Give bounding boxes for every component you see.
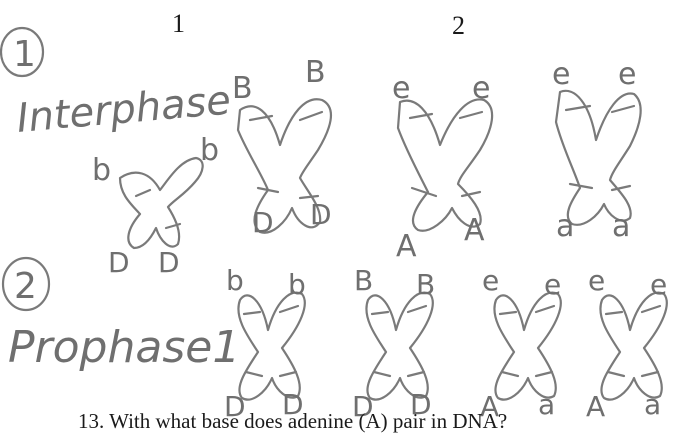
band-mark: [372, 312, 388, 314]
allele-label: B: [232, 71, 253, 106]
question-text: 13. With what base does adenine (A) pair…: [78, 409, 507, 433]
band-mark: [280, 372, 296, 376]
band-mark: [408, 372, 424, 376]
band-mark: [244, 312, 260, 314]
allele-label: b: [92, 153, 111, 188]
column-number-2: 2: [452, 11, 465, 40]
band-mark: [642, 306, 660, 312]
band-mark: [536, 372, 552, 376]
band-mark: [500, 312, 516, 314]
chromosome-interphase-col2-a: e e A A: [392, 71, 492, 264]
allele-label: B: [305, 55, 326, 90]
band-mark: [246, 372, 262, 376]
allele-label: a: [644, 388, 661, 421]
allele-label: e: [588, 264, 605, 297]
allele-label: B: [354, 264, 373, 297]
allele-label: e: [618, 57, 636, 92]
allele-label: a: [556, 209, 574, 244]
allele-label: A: [586, 390, 605, 423]
allele-label: a: [612, 209, 630, 244]
band-mark: [642, 372, 658, 376]
chromosome-body: [600, 293, 666, 400]
chromosome-interphase-small: b b D D: [92, 133, 219, 279]
band-mark: [408, 306, 426, 312]
stage-1-number: 1: [13, 34, 36, 75]
allele-label: D: [158, 246, 180, 279]
band-mark: [280, 306, 298, 312]
allele-label: B: [416, 268, 435, 301]
allele-label: e: [544, 268, 561, 301]
chromosome-body: [366, 293, 432, 400]
allele-label: e: [552, 57, 570, 92]
chromosome-interphase-col1: B B D D: [232, 55, 332, 239]
stage-2-number: 2: [14, 266, 37, 307]
stage-2-circled-number: 2: [3, 258, 49, 310]
allele-label: A: [396, 229, 417, 264]
allele-label: D: [108, 246, 130, 279]
allele-label: D: [310, 198, 332, 231]
allele-label: b: [288, 268, 306, 301]
band-mark: [502, 372, 518, 376]
allele-label: b: [226, 264, 244, 297]
stage-2-label: Prophase1: [8, 322, 240, 373]
allele-label: e: [650, 268, 667, 301]
chromosome-body: [494, 293, 560, 400]
chromosome-body: [238, 293, 304, 400]
column-number-1: 1: [172, 9, 185, 38]
allele-label: D: [252, 206, 274, 239]
stage-1-circled-number: 1: [1, 28, 43, 76]
band-mark: [536, 306, 554, 312]
allele-label: e: [482, 264, 499, 297]
allele-label: a: [538, 388, 555, 421]
band-mark: [608, 372, 624, 376]
band-mark: [606, 312, 622, 314]
allele-label: A: [464, 213, 485, 248]
chromosome-interphase-col2-b: e e a a: [552, 57, 641, 244]
band-mark: [374, 372, 390, 376]
